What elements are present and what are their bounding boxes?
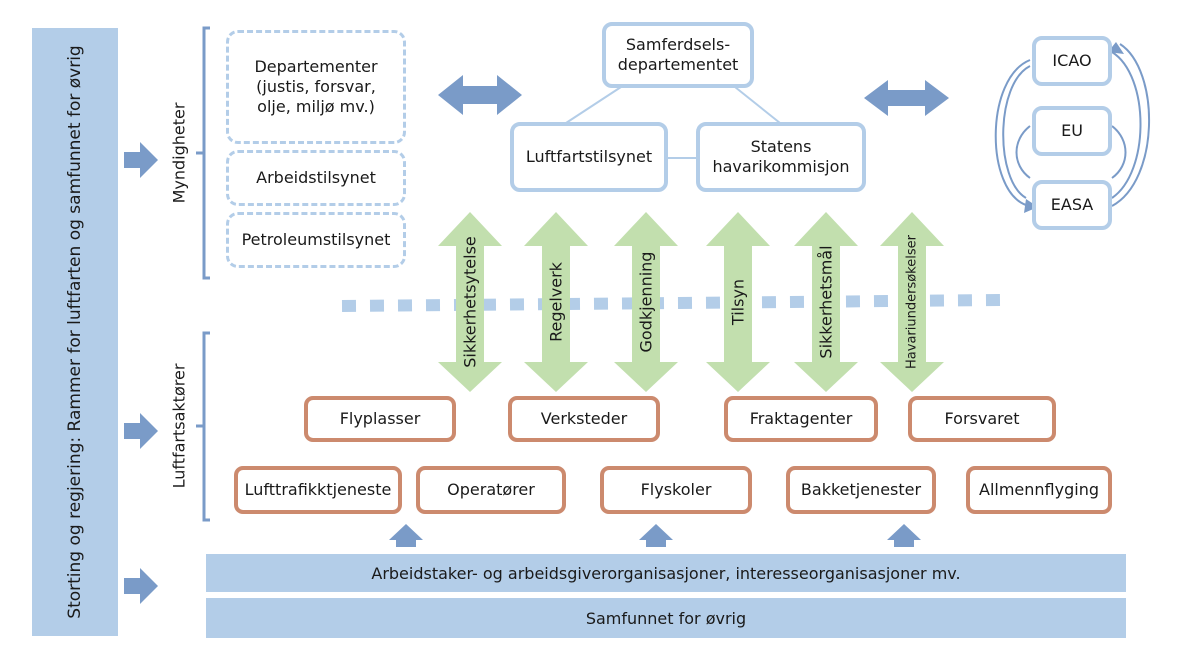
arrow-to-organisations: [124, 568, 158, 604]
arrow-godkjenning: [614, 212, 678, 392]
arrow-tilsyn: [706, 212, 770, 392]
label-regelverk: Regelverk: [546, 262, 566, 342]
box-samferdselsdepartementet: Samferdsels- departementet: [602, 22, 754, 88]
box-forsvaret: Forsvaret: [908, 396, 1056, 442]
label-godkjenning: Godkjenning: [636, 251, 656, 353]
bracket-actors: [202, 331, 210, 522]
arrow-sikkerhetsmal: [794, 212, 858, 392]
box-departementer: Departementer (justis, forsvar, olje, mi…: [226, 30, 406, 144]
bar-organisations: Arbeidstaker- og arbeidsgiverorganisasjo…: [206, 554, 1126, 592]
green-arrows: [438, 212, 944, 392]
section-label-authorities: Myndigheter: [169, 102, 189, 204]
arrow-havariundersokelser: [880, 212, 944, 392]
box-lufttrafikktjeneste: Lufttrafikktjeneste: [234, 466, 402, 514]
arrow-to-actors: [124, 413, 158, 449]
box-eu: EU: [1032, 106, 1112, 156]
box-icao: ICAO: [1032, 36, 1112, 86]
double-arrow-left: [438, 75, 522, 115]
label-havariundersokelser: Havariundersøkelser: [904, 235, 920, 369]
box-arbeidstilsynet: Arbeidstilsynet: [226, 150, 406, 206]
up-arrow: [639, 524, 673, 547]
box-fraktagenter: Fraktagenter: [724, 396, 878, 442]
label-tilsyn: Tilsyn: [728, 278, 748, 326]
label-sikkerhetsytelse: Sikkerhetsytelse: [460, 236, 480, 368]
bracket-authorities: [202, 26, 210, 280]
box-flyplasser: Flyplasser: [304, 396, 456, 442]
double-arrow-right: [864, 80, 949, 116]
section-label-actors: Luftfartsaktører: [169, 363, 189, 489]
up-arrow: [389, 524, 423, 547]
box-easa: EASA: [1032, 180, 1112, 230]
box-allmennflyging: Allmennflyging: [966, 466, 1112, 514]
connector-line: [734, 86, 781, 124]
box-flyskoler: Flyskoler: [600, 466, 752, 514]
label-sikkerhetsmal: Sikkerhetsmål: [816, 245, 836, 359]
arrow-sikkerhetsytelse: [438, 212, 502, 392]
box-petroleumstilsynet: Petroleumstilsynet: [226, 212, 406, 268]
arrow-regelverk: [524, 212, 588, 392]
box-bakketjenester: Bakketjenester: [786, 466, 936, 514]
box-havarikommisjon: Statens havarikommisjon: [696, 122, 866, 192]
box-luftfartstilsynet: Luftfartstilsynet: [510, 122, 668, 192]
box-verksteder: Verksteder: [508, 396, 660, 442]
box-operatorer: Operatører: [416, 466, 566, 514]
left-banner-text: Storting og regjering: Rammer for luftfa…: [65, 45, 85, 619]
bar-society: Samfunnet for øvrig: [206, 598, 1126, 638]
connector-line: [565, 86, 622, 124]
left-banner: [32, 28, 118, 636]
cycle-arrows: [994, 43, 1151, 207]
up-arrow: [887, 524, 921, 547]
arrow-to-authorities: [124, 142, 158, 178]
